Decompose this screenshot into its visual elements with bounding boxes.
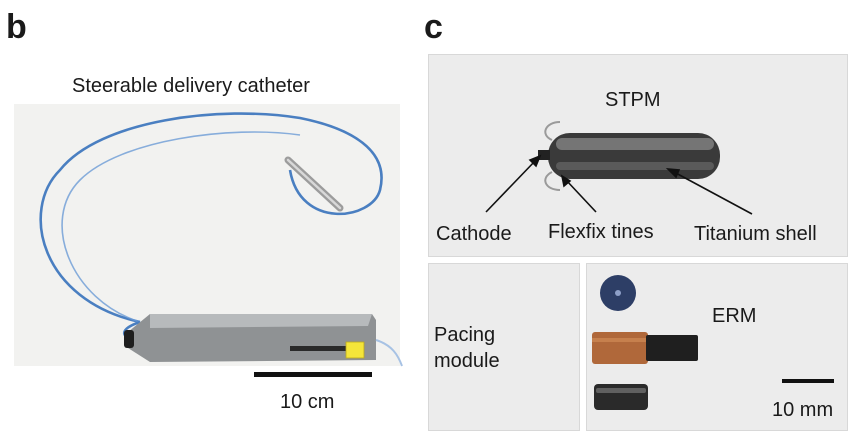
erm-coil xyxy=(592,332,648,364)
erm-magnet xyxy=(594,384,648,410)
label-cathode: Cathode xyxy=(436,223,512,245)
scale-label-b: 10 cm xyxy=(280,391,335,413)
label-titanium-shell: Titanium shell xyxy=(694,223,817,245)
catheter-loop-inner xyxy=(61,131,301,323)
handle-yellow-tab xyxy=(345,341,365,359)
erm-components xyxy=(592,275,698,410)
catheter-handle xyxy=(124,314,376,362)
pacing-module-panel xyxy=(428,263,580,431)
panel-b-letter: b xyxy=(6,8,27,46)
pacing-label-line1: Pacing xyxy=(434,324,496,346)
catheter-loop xyxy=(39,112,383,324)
panel-b-title: Steerable delivery catheter xyxy=(72,75,310,97)
panel-c-letter: c xyxy=(424,8,443,46)
scale-bar-c xyxy=(782,379,834,383)
scale-bar-b xyxy=(254,372,372,377)
pacing-label-line2: module xyxy=(434,350,500,372)
label-flexfix-tines: Flexfix tines xyxy=(548,221,654,243)
erm-title: ERM xyxy=(712,305,757,327)
stpm-device xyxy=(538,121,720,191)
scale-label-c: 10 mm xyxy=(772,399,834,421)
stpm-title: STPM xyxy=(605,89,661,111)
